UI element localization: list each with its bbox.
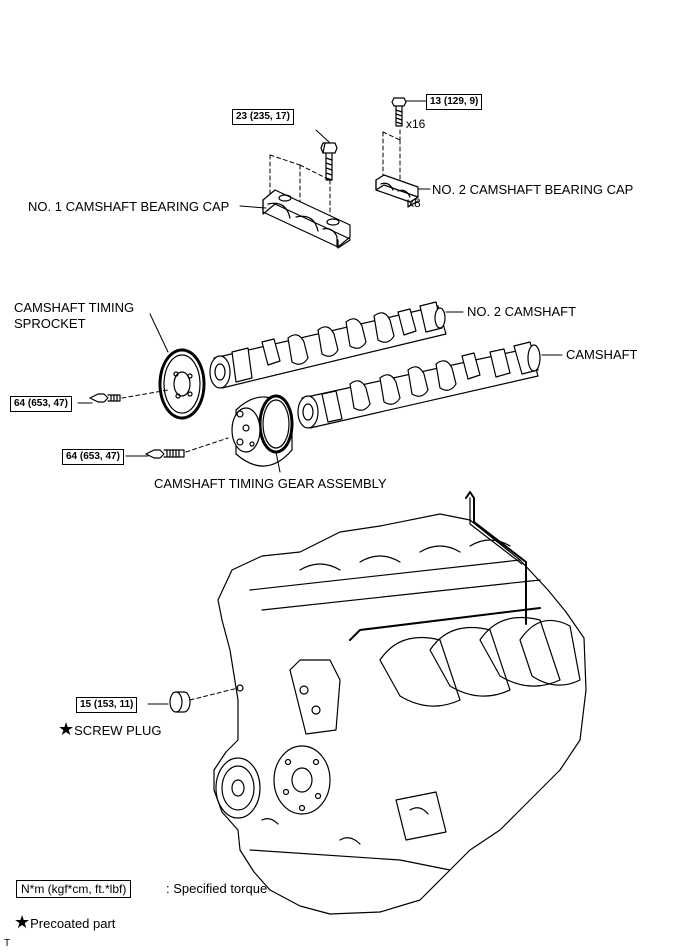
corner-mark: T xyxy=(4,938,11,949)
bearing-cap-1-bolt xyxy=(320,142,338,181)
star-icon: ★ xyxy=(14,912,31,932)
screw-plug-text: SCREW PLUG xyxy=(74,723,162,738)
legend-torque-desc: : Specified torque xyxy=(166,881,268,896)
screw-plug-label: ★SCREW PLUG xyxy=(58,720,162,738)
bolt-quantity: x16 xyxy=(406,117,426,131)
no2-camshaft xyxy=(209,301,447,389)
timing-sprocket-label-line1: CAMSHAFT TIMING xyxy=(14,300,135,315)
star-icon: ★ xyxy=(58,719,75,739)
legend-precoated: ★Precoated part xyxy=(14,913,115,931)
sprocket-bolt xyxy=(89,393,121,403)
sprocket-bolt-torque-box: 64 (653, 47) xyxy=(10,396,72,412)
camshaft-label: CAMSHAFT xyxy=(566,347,638,362)
cap-quantity: x8 xyxy=(408,196,421,210)
legend-torque-units: N*m (kgf*cm, ft.*lbf) xyxy=(16,880,132,898)
camshaft-timing-gear-assembly xyxy=(231,394,294,467)
bearing-cap-2-bolt xyxy=(391,97,407,127)
bearing-cap-1 xyxy=(262,189,351,249)
bearing-cap-2-guides xyxy=(382,129,401,187)
legend-precoated-text: Precoated part xyxy=(30,916,116,931)
engine-block xyxy=(213,491,587,915)
no1-bearing-cap-label: NO. 1 CAMSHAFT BEARING CAP xyxy=(28,199,230,214)
camshaft xyxy=(297,341,541,429)
no2-camshaft-label: NO. 2 CAMSHAFT xyxy=(467,304,577,319)
gear-assembly-bolt-torque-box: 64 (653, 47) xyxy=(62,449,124,465)
camshaft-timing-sprocket xyxy=(158,348,206,420)
bearing-cap-2 xyxy=(375,174,419,208)
bearing-cap-1-torque-box: 23 (235, 17) xyxy=(232,109,294,125)
screw-plug-torque-box: 15 (153, 11) xyxy=(76,697,138,713)
bearing-cap-2-torque-box: 13 (129, 9) xyxy=(426,94,483,110)
timing-sprocket-label-line2: SPROCKET xyxy=(14,316,86,331)
gear-assembly-bolt xyxy=(145,449,185,459)
no2-bearing-cap-label: NO. 2 CAMSHAFT BEARING CAP xyxy=(432,182,634,197)
screw-plug xyxy=(169,691,191,713)
timing-gear-assembly-label: CAMSHAFT TIMING GEAR ASSEMBLY xyxy=(154,476,387,491)
